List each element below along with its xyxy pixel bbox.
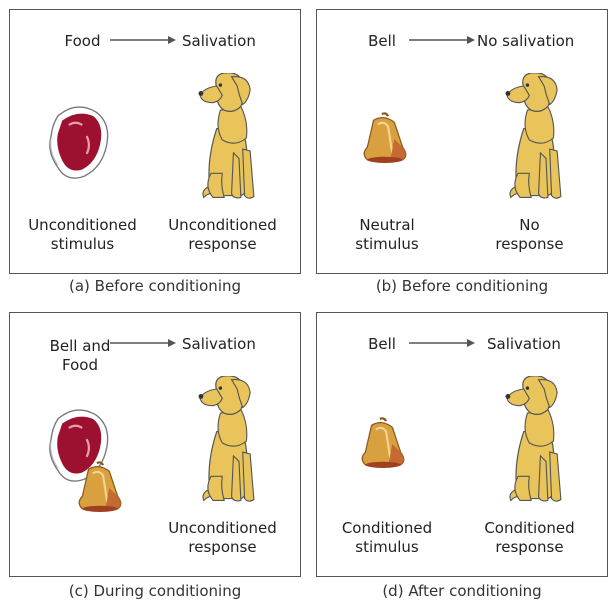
panel-after-conditioning: Bell Salivation Conditioned stimulus Con… <box>316 312 608 577</box>
stimulus-label: Food <box>64 32 101 50</box>
arrow-right-icon <box>110 338 177 348</box>
bottom-left-label: Neutral stimulus <box>355 216 419 253</box>
arrow-right-icon <box>409 35 476 45</box>
arrow-right-icon <box>409 338 476 348</box>
bottom-left-label: Unconditioned stimulus <box>28 216 137 253</box>
dog-icon <box>504 376 562 502</box>
bottom-right-label: Unconditioned response <box>168 216 277 253</box>
panel-before-conditioning-a: Food Salivation Unconditioned stimulus U… <box>9 9 301 274</box>
bottom-right-label: Unconditioned response <box>168 519 277 556</box>
response-label: Salivation <box>182 32 256 50</box>
meat-icon <box>48 105 109 180</box>
caption-b: (b) Before conditioning <box>375 277 549 295</box>
panel-before-conditioning-b: Bell No salivation Neutral stimulus No r… <box>316 9 608 274</box>
dog-icon <box>197 376 255 502</box>
bottom-right-label: No response <box>495 216 564 253</box>
bottom-right-label: Conditioned response <box>484 519 575 556</box>
stimulus-label: Bell <box>368 335 396 353</box>
response-label: Salivation <box>487 335 561 353</box>
stimulus-label: Bell and Food <box>49 337 111 374</box>
caption-c: (c) During conditioning <box>68 582 242 600</box>
panel-during-conditioning: Bell and Food Salivation Unconditioned r… <box>9 312 301 577</box>
caption-d: (d) After conditioning <box>382 582 542 600</box>
arrow-right-icon <box>110 35 177 45</box>
bell-icon <box>363 112 407 164</box>
response-label: Salivation <box>182 335 256 353</box>
bottom-left-label: Conditioned stimulus <box>341 519 433 556</box>
caption-a: (a) Before conditioning <box>68 277 242 295</box>
dog-icon <box>197 73 255 199</box>
response-label: No salivation <box>477 32 575 50</box>
dog-icon <box>504 73 562 199</box>
bell-icon <box>78 461 122 513</box>
bell-icon <box>361 417 405 469</box>
stimulus-label: Bell <box>368 32 396 50</box>
